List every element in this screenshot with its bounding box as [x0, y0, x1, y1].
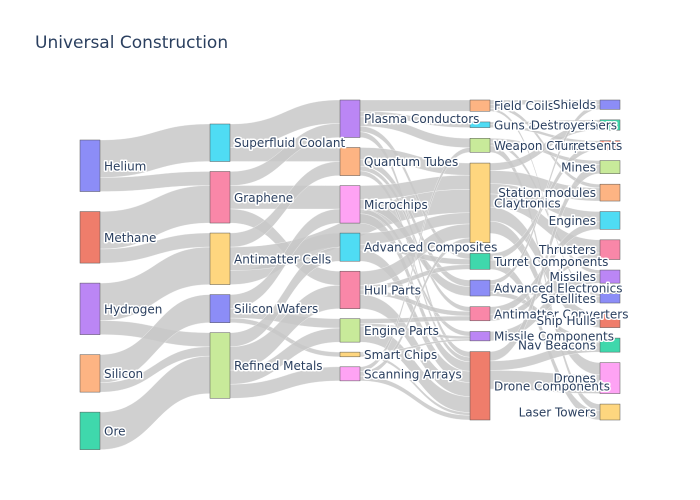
node-mines[interactable] — [599, 160, 621, 174]
node-microchips[interactable] — [339, 185, 361, 224]
node-engine_parts[interactable] — [339, 318, 361, 343]
node-laser_towers[interactable] — [599, 403, 621, 421]
node-label-superfluid_coolant: Superfluid Coolant — [234, 136, 345, 150]
node-guns_and_launchers[interactable] — [469, 121, 491, 128]
node-label-mines: Mines — [561, 161, 596, 175]
node-methane[interactable] — [79, 211, 101, 264]
node-label-advanced_electronics: Advanced Electronics — [494, 282, 623, 296]
node-label-antimatter_cells: Antimatter Cells — [234, 252, 331, 266]
node-turrets[interactable] — [599, 140, 621, 151]
node-antimatter_cells[interactable] — [209, 232, 231, 285]
node-thrusters[interactable] — [599, 239, 621, 260]
node-ore[interactable] — [79, 411, 101, 450]
node-shields[interactable] — [599, 99, 621, 110]
node-turret_components[interactable] — [469, 253, 491, 270]
node-label-ore: Ore — [104, 424, 126, 438]
node-nav_beacons[interactable] — [599, 337, 621, 353]
node-drones[interactable] — [599, 362, 621, 394]
node-label-engine_parts: Engine Parts — [364, 324, 439, 338]
node-station_modules[interactable] — [599, 183, 621, 202]
node-label-shields: Shields — [553, 98, 596, 112]
node-advanced_composites[interactable] — [339, 232, 361, 262]
node-refined_metals[interactable] — [209, 332, 231, 399]
node-label-antimatter_converters: Antimatter Converters — [494, 307, 628, 321]
node-claytronics[interactable] — [469, 162, 491, 243]
node-label-smart_chips: Smart Chips — [364, 348, 437, 362]
node-label-plasma_conductors: Plasma Conductors — [364, 112, 479, 126]
node-label-station_modules: Station modules — [498, 186, 596, 200]
node-missile_components[interactable] — [469, 331, 491, 342]
node-smart_chips[interactable] — [339, 351, 361, 358]
node-label-graphene: Graphene — [234, 191, 293, 205]
node-label-silicon: Silicon — [104, 367, 143, 381]
node-label-weapon_components: Weapon Components — [494, 139, 622, 153]
node-label-satellites: Satellites — [541, 292, 596, 306]
node-label-hull_parts: Hull Parts — [364, 283, 421, 297]
node-label-drones: Drones — [554, 372, 597, 386]
chart-title: Universal Construction — [35, 33, 229, 53]
node-label-refined_metals: Refined Metals — [234, 359, 323, 373]
node-helium[interactable] — [79, 139, 101, 192]
node-advanced_electronics[interactable] — [469, 279, 491, 297]
node-hull_parts[interactable] — [339, 270, 361, 309]
node-label-laser_towers: Laser Towers — [519, 406, 596, 420]
node-antimatter_converters[interactable] — [469, 306, 491, 322]
node-label-claytronics: Claytronics — [494, 196, 561, 210]
node-label-turrets: Turrets — [554, 139, 596, 153]
node-silicon[interactable] — [79, 354, 101, 393]
node-plasma_conductors[interactable] — [339, 99, 361, 138]
node-label-methane: Methane — [104, 231, 156, 245]
node-engines[interactable] — [599, 211, 621, 230]
node-drone_components[interactable] — [469, 351, 491, 421]
node-label-quantum_tubes: Quantum Tubes — [364, 155, 458, 169]
node-label-turret_components: Turret Components — [493, 255, 608, 269]
sankey-links — [99, 99, 601, 450]
node-label-advanced_composites: Advanced Composites — [364, 241, 497, 255]
node-destroyers[interactable] — [599, 119, 621, 131]
sankey-nodes — [79, 99, 621, 450]
node-label-silicon_wafers: Silicon Wafers — [234, 302, 318, 316]
node-silicon_wafers[interactable] — [209, 294, 231, 323]
node-label-scanning_arrays: Scanning Arrays — [364, 367, 462, 381]
link-plasma_conductors-to-field_coils[interactable] — [359, 99, 471, 112]
node-satellites[interactable] — [599, 293, 621, 304]
node-field_coils[interactable] — [469, 99, 491, 112]
node-label-thrusters: Thrusters — [538, 243, 596, 257]
node-label-missile_components: Missile Components — [494, 330, 614, 344]
node-label-drone_components: Drone Components — [494, 379, 610, 393]
node-weapon_components[interactable] — [469, 138, 491, 153]
node-missiles[interactable] — [599, 269, 621, 284]
node-label-field_coils: Field Coils — [494, 99, 554, 113]
node-graphene[interactable] — [209, 171, 231, 224]
node-scanning_arrays[interactable] — [339, 366, 361, 382]
node-label-guns_and_launchers: Guns and Launchers — [494, 118, 617, 132]
node-label-missiles: Missiles — [550, 270, 597, 284]
node-hydrogen[interactable] — [79, 282, 101, 335]
node-superfluid_coolant[interactable] — [209, 123, 231, 162]
node-label-microchips: Microchips — [364, 198, 428, 212]
node-quantum_tubes[interactable] — [339, 147, 361, 176]
node-label-hydrogen: Hydrogen — [104, 302, 162, 316]
node-label-nav_beacons: Nav Beacons — [518, 339, 596, 353]
node-label-engines: Engines — [549, 214, 596, 228]
node-label-ship_hulls: Ship Hulls — [536, 314, 596, 328]
node-label-destroyers: Destroyers — [531, 119, 596, 133]
node-label-helium: Helium — [104, 159, 146, 173]
node-ship_hulls[interactable] — [599, 313, 621, 328]
